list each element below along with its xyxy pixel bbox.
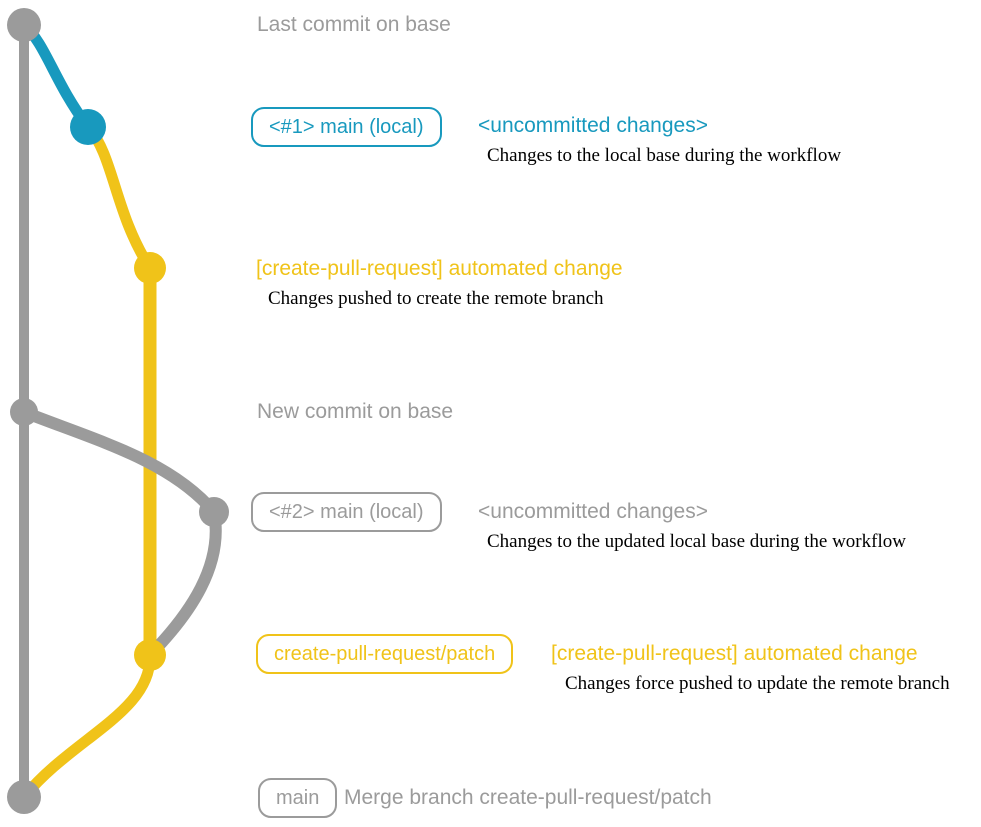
commit-node-new-base — [10, 398, 38, 426]
commit-node-merge — [7, 780, 41, 814]
label-new-commit-on-base: New commit on base — [257, 400, 454, 423]
label-automated-change-2: [create-pull-request] automated change — [551, 642, 918, 665]
updated-local-curve — [18, 406, 220, 518]
git-graph — [7, 8, 229, 814]
caption-uncommitted-changes-1: Changes to the local base during the wor… — [487, 145, 842, 166]
caption-automated-change-1: Changes pushed to create the remote bran… — [268, 288, 604, 309]
badge-main: main — [258, 778, 338, 818]
caption-automated-change-2: Changes force pushed to update the remot… — [565, 673, 950, 694]
rebase-curve — [144, 506, 222, 661]
badge-create-pull-request-patch: create-pull-request/patch — [256, 634, 514, 674]
merge-curve — [18, 649, 156, 803]
commit-node-automated-change-2 — [134, 639, 166, 671]
label-last-commit-on-base: Last commit on base — [257, 13, 451, 36]
label-uncommitted-changes-2: <uncommitted changes> — [478, 500, 708, 523]
label-uncommitted-changes-1: <uncommitted changes> — [478, 114, 708, 137]
commit-node-last-base — [7, 8, 41, 42]
label-merge-branch: Merge branch create-pull-request/patch — [344, 786, 712, 809]
commit-node-uncommitted-2 — [199, 497, 229, 527]
commit-node-uncommitted-1 — [70, 109, 106, 145]
commit-node-automated-change-1 — [134, 252, 166, 284]
label-automated-change-1: [create-pull-request] automated change — [256, 257, 623, 280]
local-main-curve — [18, 19, 94, 133]
patch-branch-out-curve — [82, 121, 156, 274]
caption-uncommitted-changes-2: Changes to the updated local base during… — [487, 531, 906, 552]
badge-main-local-1: <#1> main (local) — [251, 107, 442, 147]
badge-main-local-2: <#2> main (local) — [251, 492, 442, 532]
